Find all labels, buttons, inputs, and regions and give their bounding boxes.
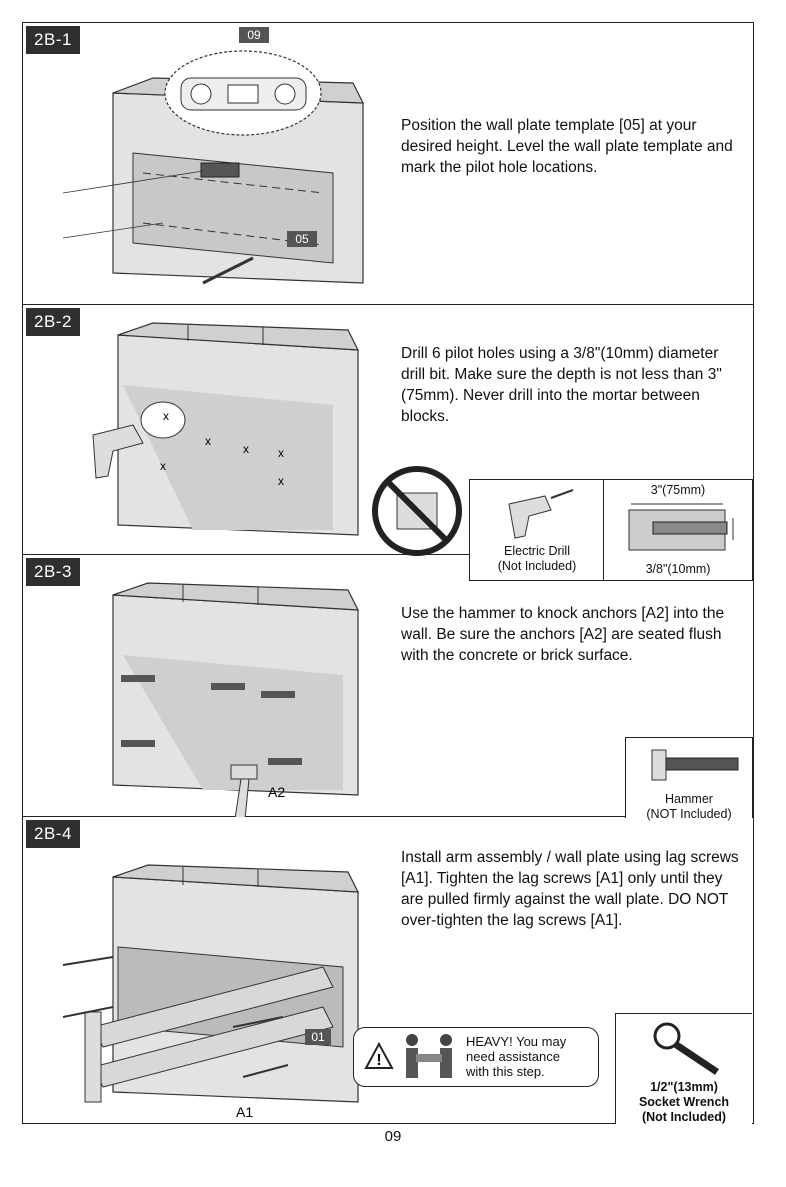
step-2b-1: 09 05 2B-1 Position the wall plate templ… <box>23 23 753 305</box>
step-label: 2B-3 <box>26 558 80 586</box>
tool-size: 1/2"(13mm) <box>616 1080 752 1095</box>
pilot-mark: x <box>163 409 169 423</box>
callout-a2: A2 <box>268 784 285 800</box>
wrench-tool-box: 1/2"(13mm) Socket Wrench (Not Included) <box>615 1013 752 1124</box>
arm-assembly-illustration: 01 A1 <box>23 817 393 1123</box>
no-drill-mortar-icon <box>369 463 465 559</box>
pilot-mark: x <box>160 459 166 473</box>
step-label: 2B-4 <box>26 820 80 848</box>
step-label: 2B-1 <box>26 26 80 54</box>
hole-depth-diagram <box>613 498 743 558</box>
step-label: 2B-2 <box>26 308 80 336</box>
socket-wrench-icon <box>639 1018 729 1076</box>
callout-a1: A1 <box>236 1104 253 1120</box>
tag-09-text: 09 <box>247 28 261 42</box>
anchor-install-illustration: A2 <box>23 555 393 817</box>
pilot-mark: x <box>278 446 284 460</box>
hammer-icon <box>634 744 744 788</box>
step-2b-4: 01 A1 2B-4 Install arm assembly / wall p… <box>23 817 753 1123</box>
heavy-warning-box: ! HEAVY! You may need assistance with th… <box>353 1027 599 1087</box>
tag-01-text: 01 <box>311 1030 325 1044</box>
step-instruction: Position the wall plate template [05] at… <box>401 115 746 178</box>
wall-template-illustration: 09 05 <box>23 23 393 305</box>
electric-drill-icon <box>497 484 577 540</box>
step-instruction: Install arm assembly / wall plate using … <box>401 847 746 931</box>
step-instruction: Drill 6 pilot holes using a 3/8"(10mm) d… <box>401 343 746 427</box>
drilling-illustration: x x x x x x <box>23 305 393 555</box>
depth-label: 3"(75mm) <box>604 483 752 498</box>
instruction-frame: 09 05 2B-1 Position the wall plate templ… <box>22 22 754 1124</box>
tool-name: Hammer <box>626 792 752 807</box>
svg-text:!: ! <box>376 1052 381 1069</box>
warning-text: HEAVY! You may <box>466 1034 566 1049</box>
step-2b-3: A2 2B-3 Use the hammer to knock anchors … <box>23 555 753 817</box>
pilot-mark: x <box>243 442 249 456</box>
step-2b-2: x x x x x x 2B-2 Drill 6 pilot holes usi… <box>23 305 753 555</box>
step-instruction: Use the hammer to knock anchors [A2] int… <box>401 603 746 666</box>
warning-text: need assistance <box>466 1049 566 1064</box>
pilot-mark: x <box>205 434 211 448</box>
page-number: 09 <box>0 1128 786 1145</box>
warning-text: with this step. <box>466 1064 566 1079</box>
warning-triangle-icon: ! <box>364 1042 394 1070</box>
pilot-mark: x <box>278 474 284 488</box>
tag-05-text: 05 <box>295 232 309 246</box>
two-people-icon <box>398 1032 460 1082</box>
hammer-tool-box: Hammer (NOT Included) <box>625 737 753 818</box>
tool-name: Socket Wrench <box>616 1095 752 1110</box>
tool-note: (Not Included) <box>616 1110 752 1125</box>
